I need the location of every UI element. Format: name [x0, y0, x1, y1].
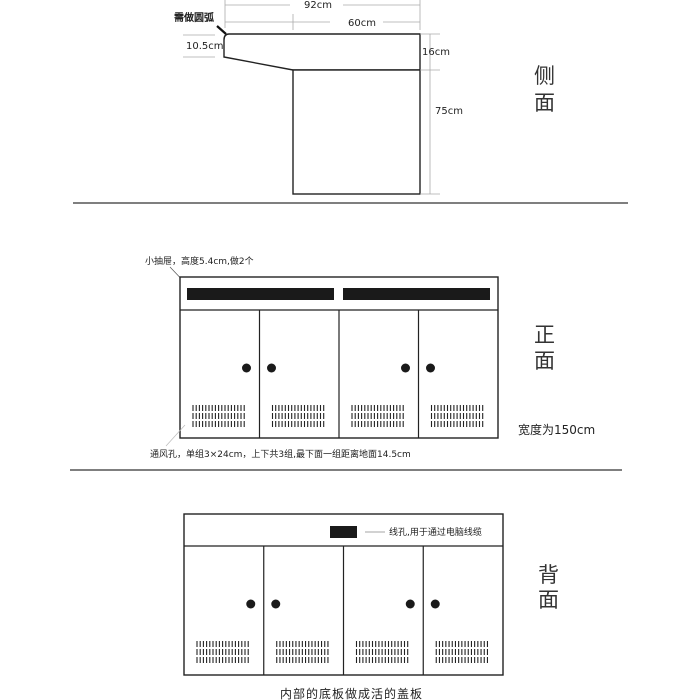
vent-leader [165, 424, 186, 447]
vent-grille [435, 641, 489, 663]
arc-note: 需做圆弧 [174, 11, 214, 24]
back-title-2: 面 [538, 588, 559, 612]
side-view: 92cm 60cm 10.5cm 需做圆弧 16cm 75cm 侧 面 [174, 0, 555, 195]
side-title-2: 面 [534, 91, 555, 115]
bottom-note: 内部的底板做成活的盖板 [280, 686, 423, 700]
vent-grille [196, 641, 249, 663]
vent-grille [192, 405, 245, 427]
back-view: 线孔,用于通过电脑线缆 背 面 内部的底板做成活的盖板 [183, 513, 559, 700]
vent-grille [430, 405, 484, 427]
front-view: 小抽屉，高度5.4cm,做2个 通风孔，单组3×24cm，上下共3组,最下面一组… [145, 255, 595, 460]
dim-front-edge: 10.5cm [186, 41, 224, 52]
door-knob [242, 363, 251, 373]
vent-grille [351, 405, 404, 427]
door-knob [267, 363, 276, 373]
vent-grille [276, 641, 329, 663]
vent-note: 通风孔，单组3×24cm，上下共3组,最下面一组距离地面14.5cm [150, 448, 411, 460]
front-title-1: 正 [534, 323, 555, 347]
front-title-2: 面 [534, 349, 555, 373]
drawer-left [187, 288, 334, 300]
arc-pointer [216, 25, 227, 35]
cabinet-body-profile [292, 69, 421, 195]
drawer-right [343, 288, 490, 300]
dim-total-depth: 92cm [304, 0, 332, 11]
side-title-1: 侧 [534, 64, 555, 88]
desktop-top-profile [223, 33, 421, 71]
dim-body-depth: 60cm [348, 18, 376, 29]
vent-grille [355, 641, 409, 663]
dim-body-height: 75cm [435, 106, 463, 117]
door-knob [271, 599, 281, 609]
cable-hole-note: 线孔,用于通过电脑线缆 [389, 526, 482, 538]
cable-hole [330, 526, 357, 538]
drawer-note: 小抽屉，高度5.4cm,做2个 [145, 255, 254, 267]
door-knob [246, 599, 256, 609]
door-knob [430, 599, 440, 609]
vent-grille [271, 405, 325, 427]
dim-top-thickness: 16cm [422, 47, 450, 58]
back-title-1: 背 [538, 563, 559, 587]
door-knob [405, 599, 415, 609]
door-knob [426, 363, 435, 373]
door-knob [401, 363, 410, 373]
width-note: 宽度为150cm [518, 422, 595, 437]
